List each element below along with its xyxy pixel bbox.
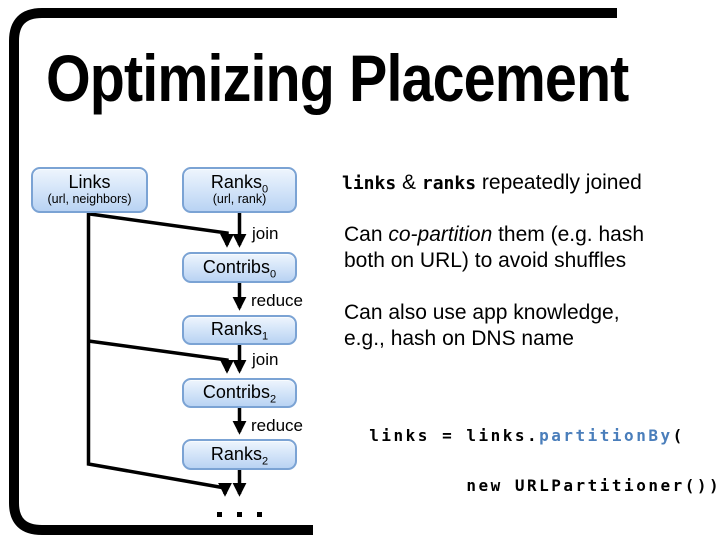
arrow-links-join2 [88, 339, 234, 374]
node-links-subtitle: (url, neighbors) [47, 192, 132, 207]
node-contribs2: Contribs2 [182, 378, 297, 408]
node-ranks1-label: Ranks1 [210, 319, 269, 343]
edge-label-join-1: join [252, 224, 279, 243]
edge-label-reduce-2: reduce [251, 416, 303, 435]
note-repeated-join: links & ranks repeatedly joined [342, 171, 642, 194]
edge-label-join-2: join [252, 350, 279, 369]
note-app-knowledge: Can also use app knowledge, e.g., hash o… [344, 301, 620, 350]
node-ranks0: Ranks0 (url, rank) [182, 167, 297, 213]
dataflow-arrows [86, 212, 262, 517]
code-snippet-partitionby: links = links.partitionBy( new URLPartit… [369, 426, 720, 495]
edge-label-reduce-1: reduce [251, 291, 303, 310]
node-ranks1: Ranks1 [182, 315, 297, 345]
arrow-links-join3 [86, 213, 232, 497]
code-word-ranks: ranks [421, 173, 477, 194]
node-contribs0-label: Contribs0 [202, 256, 277, 281]
code-keyword-partitionby: partitionBy [539, 426, 673, 445]
ellipsis-dots [217, 512, 262, 517]
note-co-partition: Can co-partition them (e.g. hash both on… [344, 223, 644, 272]
page-title: Optimizing Placement [46, 41, 629, 115]
node-contribs2-label: Contribs2 [202, 382, 277, 406]
node-links: Links (url, neighbors) [31, 167, 148, 213]
code-word-links: links [342, 173, 397, 194]
arrow-links-join1 [89, 212, 234, 248]
node-links-label: Links [68, 172, 111, 193]
node-contribs0: Contribs0 [182, 252, 297, 283]
node-ranks0-subtitle: (url, rank) [212, 192, 267, 207]
node-ranks0-label: Ranks0 [210, 172, 269, 196]
italic-co-partition: co-partition [388, 223, 493, 246]
node-ranks2-label: Ranks2 [210, 443, 269, 468]
node-ranks2: Ranks2 [182, 439, 297, 470]
